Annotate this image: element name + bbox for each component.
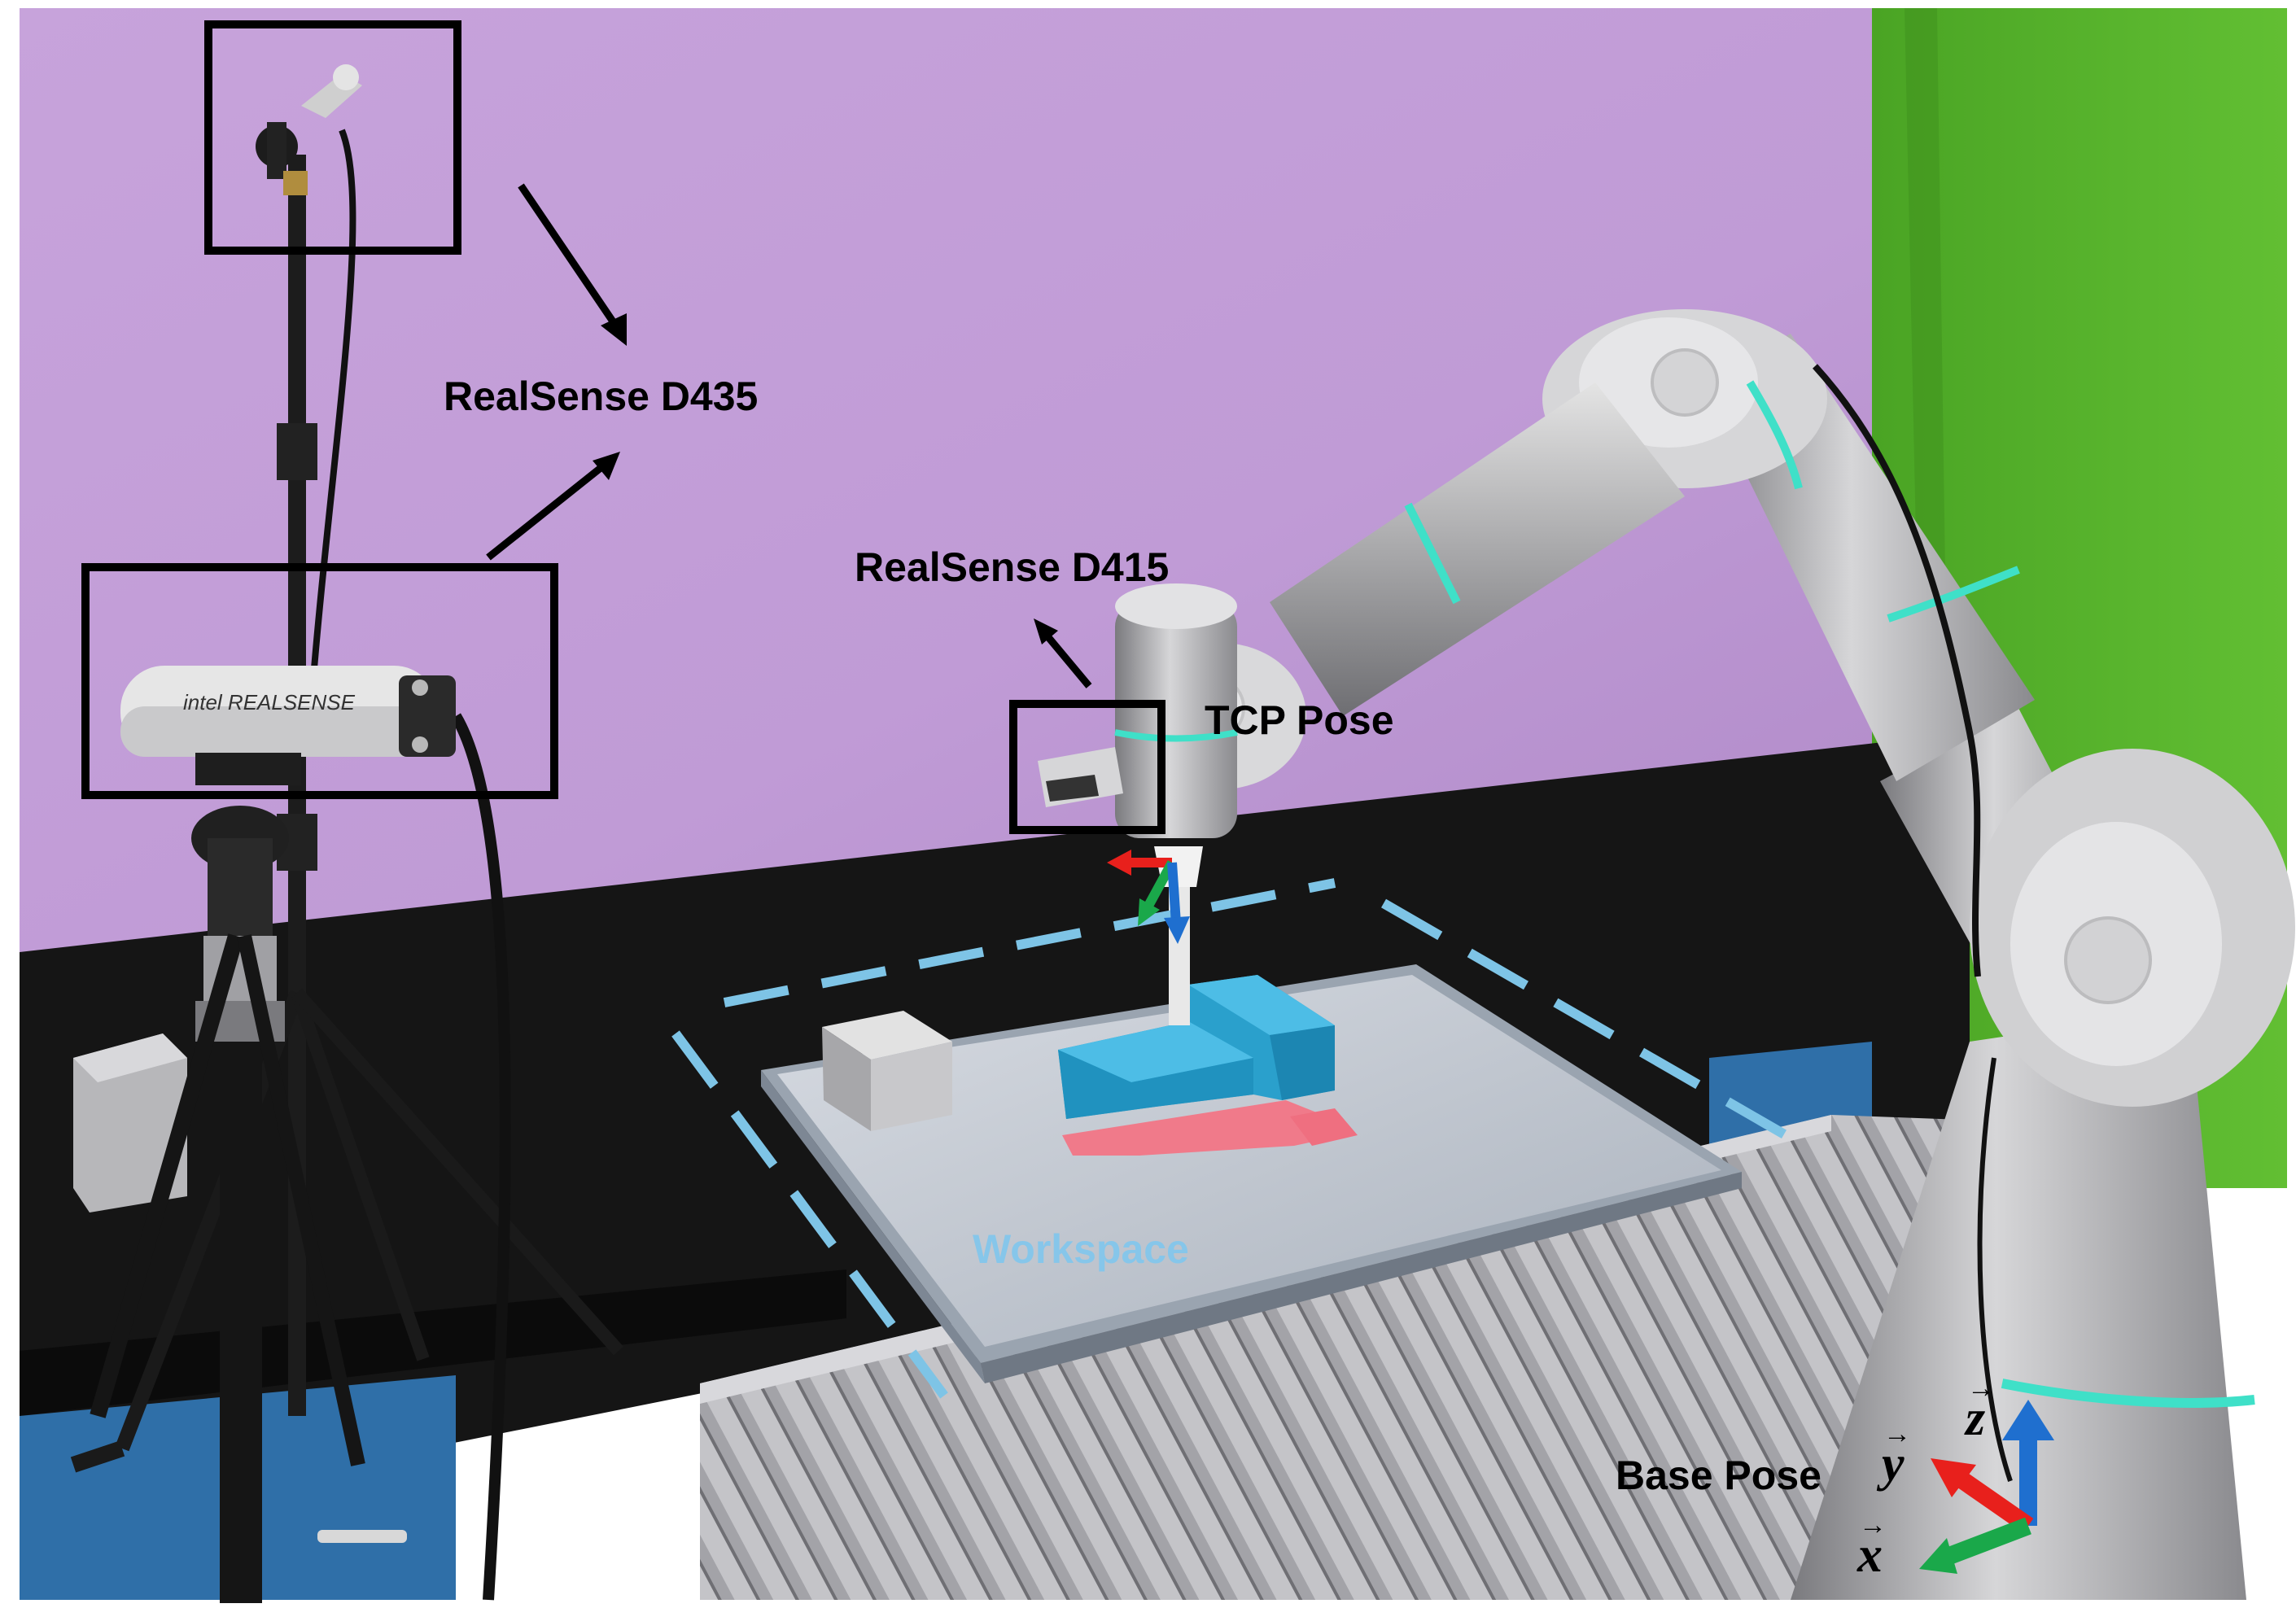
workspace-outline: [671, 878, 1809, 1399]
whiteboard: [761, 964, 1742, 1383]
d415-label: RealSense D415: [855, 544, 1170, 590]
axis-y-text: y: [1882, 1436, 1905, 1492]
metal-cube: [822, 1011, 952, 1131]
axis-z-label: →z: [1966, 1375, 1995, 1446]
workspace-label: Workspace: [973, 1226, 1189, 1272]
cabinet-handle: [317, 1530, 407, 1543]
axis-x-label: →x: [1857, 1512, 1887, 1583]
blue-t-block: [1058, 975, 1335, 1119]
d435-top-box: [204, 20, 461, 255]
vector-mark-y: →: [1883, 1419, 1911, 1449]
base-pose-label: Base Pose: [1616, 1453, 1821, 1498]
annotation-arrows: [486, 183, 1092, 688]
realsense-d435-camera: intel REALSENSE: [120, 666, 456, 785]
d435-label: RealSense D435: [444, 374, 759, 419]
pink-target-shape: [1062, 1100, 1355, 1156]
vector-mark-z: →: [1967, 1374, 1995, 1404]
axis-y-label: →y: [1882, 1421, 1911, 1492]
d435-side-box: [81, 563, 558, 799]
rail-table: [700, 1115, 2051, 1600]
d415-box: [1009, 700, 1165, 834]
camera-brand-text: intel REALSENSE: [183, 690, 356, 714]
robot-arm: [1114, 309, 2295, 1600]
vector-mark-x: →: [1859, 1510, 1887, 1540]
axis-x-text: x: [1857, 1527, 1883, 1583]
realsense-d415-camera: [1038, 747, 1123, 807]
tcp-axes: [1107, 850, 1190, 944]
axis-z-text: z: [1966, 1391, 1986, 1446]
base-axes: [1919, 1400, 2054, 1574]
top-camera: [256, 64, 362, 195]
tcp-pose-label: TCP Pose: [1205, 697, 1394, 743]
